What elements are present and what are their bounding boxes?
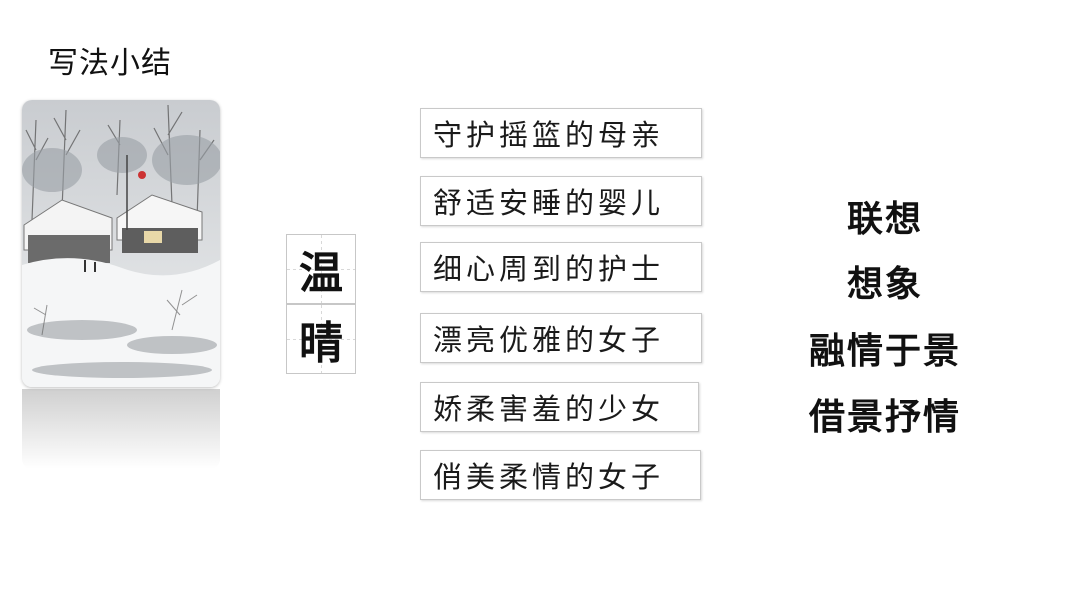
character-wen: 温 — [299, 248, 343, 299]
summary-line: 联想 — [846, 198, 923, 240]
painting-reflection — [22, 389, 220, 469]
phrase-card: 漂亮优雅的女子 — [420, 313, 702, 363]
phrase-card: 细心周到的护士 — [420, 242, 702, 292]
summary-line: 想象 — [846, 263, 923, 305]
character-qing: 晴 — [299, 318, 343, 369]
character-box-qing: 晴 — [286, 304, 356, 374]
phrase-card: 俏美柔情的女子 — [420, 450, 701, 500]
summary-line: 借景抒情 — [808, 396, 961, 438]
snow-village-painting — [22, 100, 220, 387]
character-box-wen: 温 — [286, 234, 356, 304]
slide-title: 写法小结 — [48, 46, 172, 81]
phrase-card: 守护摇篮的母亲 — [420, 108, 702, 158]
phrase-card: 娇柔害羞的少女 — [420, 382, 699, 432]
summary-line: 融情于景 — [808, 330, 961, 372]
phrase-card: 舒适安睡的婴儿 — [420, 176, 702, 226]
